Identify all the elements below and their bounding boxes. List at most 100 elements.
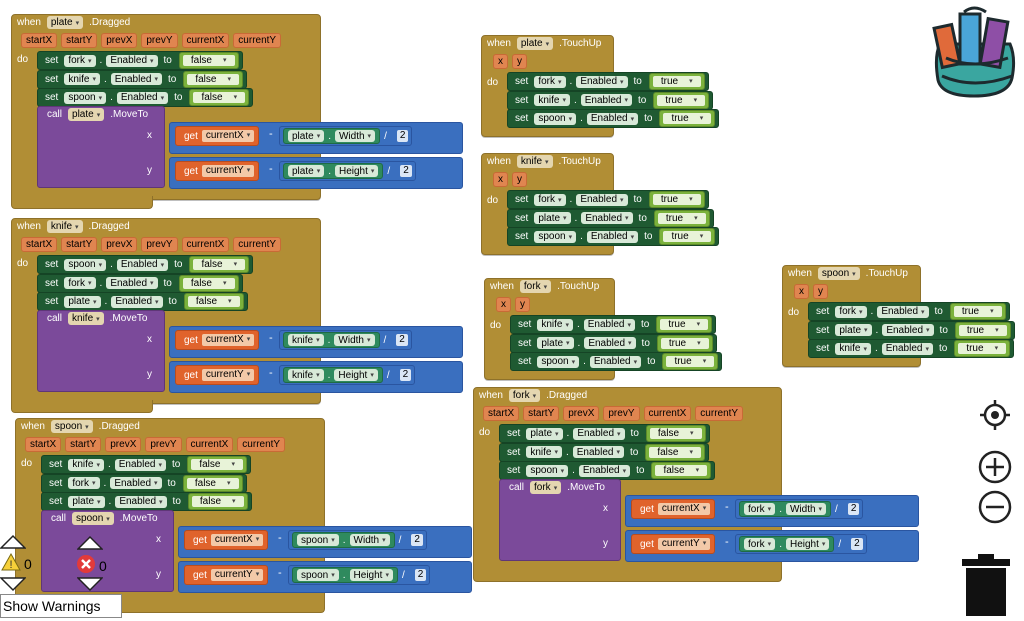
boolean-dropdown[interactable]: true▾ — [958, 343, 1007, 354]
boolean-dropdown[interactable]: false▾ — [655, 465, 708, 476]
zoom-out-icon[interactable] — [978, 490, 1012, 524]
errors-down-arrow-icon[interactable] — [77, 576, 103, 592]
set-property-dropdown[interactable]: Enabled▾ — [881, 342, 933, 355]
divide-block-y[interactable]: plate▾.Height▾/2 — [279, 161, 416, 181]
parameter-startX[interactable]: startX — [21, 237, 58, 252]
get-variable-dropdown[interactable]: currentX▾ — [201, 130, 255, 142]
set-property-dropdown[interactable]: Enabled▾ — [572, 446, 624, 458]
set-component-dropdown[interactable]: plate▾ — [835, 324, 872, 336]
parameter-y[interactable]: y — [813, 284, 828, 299]
number-block[interactable]: 2 — [399, 369, 412, 381]
boolean-block[interactable]: false▾ — [645, 443, 705, 461]
boolean-dropdown[interactable]: true▾ — [663, 231, 712, 242]
set-component-dropdown[interactable]: spoon▾ — [534, 112, 577, 125]
parameter-prevX[interactable]: prevX — [101, 33, 138, 48]
set-property-dropdown[interactable]: Enabled▾ — [882, 324, 934, 336]
set-property-dropdown[interactable]: Enabled▾ — [576, 193, 628, 206]
set-property-dropdown[interactable]: Enabled▾ — [116, 258, 169, 271]
parameter-startX[interactable]: startX — [25, 437, 62, 452]
boolean-dropdown[interactable]: true▾ — [660, 337, 709, 349]
component-property-block[interactable]: spoon▾.Height▾ — [292, 567, 398, 583]
set-property-dropdown[interactable]: Enabled▾ — [578, 464, 631, 477]
component-property-block[interactable]: plate▾.Width▾ — [283, 128, 381, 144]
set-property-dropdown[interactable]: Enabled▾ — [580, 94, 632, 106]
target-icon[interactable] — [978, 398, 1012, 432]
boolean-dropdown[interactable]: false▾ — [182, 55, 235, 66]
event-component-dropdown[interactable]: fork▾ — [508, 389, 541, 402]
set-component-dropdown[interactable]: fork▾ — [68, 477, 100, 489]
number-block[interactable]: 2 — [411, 534, 423, 546]
boolean-block[interactable]: true▾ — [659, 228, 716, 245]
boolean-dropdown[interactable]: false▾ — [187, 73, 239, 85]
boolean-block[interactable]: true▾ — [653, 91, 710, 109]
divide-block-y[interactable]: knife▾.Height▾/2 — [279, 365, 416, 385]
boolean-dropdown[interactable]: false▾ — [649, 446, 701, 458]
parameter-currentY[interactable]: currentY — [233, 237, 282, 252]
boolean-dropdown[interactable]: true▾ — [652, 194, 701, 205]
boolean-block[interactable]: false▾ — [187, 493, 248, 510]
component-property-block[interactable]: knife▾.Width▾ — [283, 332, 380, 348]
set-property-dropdown[interactable]: Enabled▾ — [573, 427, 625, 440]
boolean-dropdown[interactable]: true▾ — [660, 319, 709, 330]
boolean-block[interactable]: false▾ — [183, 293, 244, 310]
boolean-block[interactable]: true▾ — [954, 321, 1011, 339]
set-component-dropdown[interactable]: fork▾ — [64, 277, 96, 289]
parameter-prevX[interactable]: prevX — [105, 437, 142, 452]
set-component-dropdown[interactable]: spoon▾ — [526, 464, 569, 477]
component-dropdown[interactable]: knife▾ — [288, 334, 324, 346]
trash-icon[interactable] — [960, 552, 1012, 618]
component-property-block[interactable]: plate▾.Height▾ — [283, 163, 384, 179]
boolean-block[interactable]: true▾ — [648, 73, 705, 90]
set-component-dropdown[interactable]: fork▾ — [534, 193, 566, 206]
get-variable-dropdown[interactable]: currentY▾ — [210, 569, 264, 581]
boolean-block[interactable]: true▾ — [653, 209, 710, 227]
parameter-x[interactable]: x — [493, 54, 508, 69]
event-component-dropdown[interactable]: plate▾ — [516, 37, 554, 50]
boolean-block[interactable]: true▾ — [954, 340, 1011, 357]
parameter-currentX[interactable]: currentX — [643, 406, 692, 421]
set-property-dropdown[interactable]: Enabled▾ — [110, 477, 162, 489]
set-property-dropdown[interactable]: Enabled▾ — [581, 212, 633, 224]
call-component-dropdown[interactable]: plate▾ — [68, 108, 105, 121]
parameter-prevX[interactable]: prevX — [563, 406, 600, 421]
parameter-startX[interactable]: startX — [21, 33, 58, 48]
boolean-dropdown[interactable]: true▾ — [652, 76, 701, 87]
boolean-block[interactable]: false▾ — [189, 256, 250, 273]
parameter-y[interactable]: y — [512, 54, 527, 69]
event-component-dropdown[interactable]: knife▾ — [516, 155, 553, 168]
boolean-block[interactable]: true▾ — [648, 191, 705, 208]
set-component-dropdown[interactable]: spoon▾ — [534, 230, 577, 243]
parameter-startY[interactable]: startY — [523, 406, 560, 421]
boolean-dropdown[interactable]: true▾ — [666, 356, 715, 367]
number-block[interactable]: 2 — [396, 130, 409, 142]
boolean-dropdown[interactable]: false▾ — [187, 296, 240, 307]
component-property-block[interactable]: fork▾.Height▾ — [739, 536, 835, 552]
set-component-dropdown[interactable]: knife▾ — [68, 458, 104, 471]
parameter-startY[interactable]: startY — [61, 33, 98, 48]
set-component-dropdown[interactable]: spoon▾ — [64, 91, 107, 104]
set-property-dropdown[interactable]: Enabled▾ — [114, 458, 166, 471]
boolean-block[interactable]: true▾ — [662, 353, 719, 370]
call-component-dropdown[interactable]: spoon▾ — [72, 512, 114, 525]
get-variable-dropdown[interactable]: currentX▾ — [201, 334, 255, 346]
set-property-dropdown[interactable]: Enabled▾ — [110, 73, 162, 85]
parameter-currentY[interactable]: currentY — [233, 33, 282, 48]
divide-block-x[interactable]: knife▾.Width▾/2 — [279, 330, 412, 350]
